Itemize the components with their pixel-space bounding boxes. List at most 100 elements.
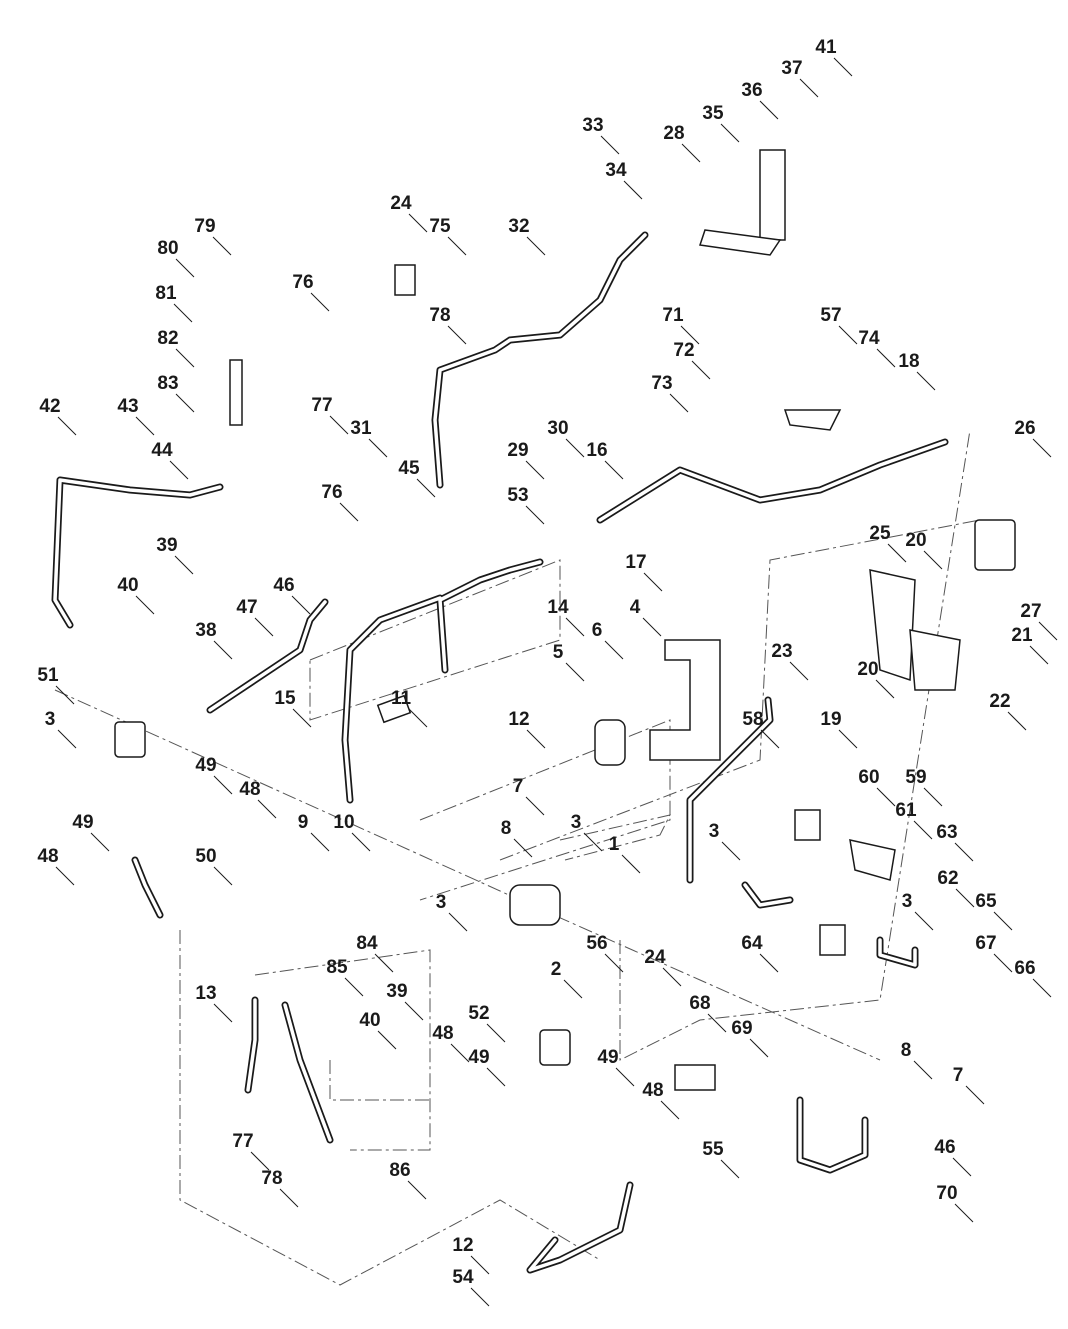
callout-label[interactable]: 68 <box>689 993 711 1014</box>
callout-label[interactable]: 13 <box>195 983 217 1004</box>
callout-label[interactable]: 3 <box>435 892 447 913</box>
callout-label[interactable]: 14 <box>547 597 569 618</box>
callout-label[interactable]: 33 <box>582 115 604 136</box>
callout-label[interactable]: 49 <box>468 1047 490 1068</box>
callout-label[interactable]: 24 <box>644 947 666 968</box>
callout-label[interactable]: 82 <box>157 328 179 349</box>
callout-label[interactable]: 67 <box>975 933 997 954</box>
callout-label[interactable]: 51 <box>37 665 59 686</box>
callout-label[interactable]: 1 <box>608 834 620 855</box>
callout-label[interactable]: 46 <box>934 1137 956 1158</box>
callout-label[interactable]: 66 <box>1014 958 1036 979</box>
callout-label[interactable]: 3 <box>44 709 56 730</box>
callout-label[interactable]: 20 <box>905 530 927 551</box>
callout-label[interactable]: 15 <box>274 688 296 709</box>
callout-label[interactable]: 76 <box>292 272 314 293</box>
callout-label[interactable]: 63 <box>936 822 958 843</box>
callout-label[interactable]: 77 <box>311 395 333 416</box>
callout-label[interactable]: 59 <box>905 767 927 788</box>
callout-label[interactable]: 44 <box>151 440 173 461</box>
callout-label[interactable]: 45 <box>398 458 420 479</box>
callout-label[interactable]: 21 <box>1011 625 1033 646</box>
callout-label[interactable]: 78 <box>261 1168 283 1189</box>
callout-label[interactable]: 50 <box>195 846 217 867</box>
callout-label[interactable]: 38 <box>195 620 217 641</box>
callout-label[interactable]: 28 <box>663 123 685 144</box>
callout-label[interactable]: 12 <box>452 1235 474 1256</box>
callout-label[interactable]: 70 <box>936 1183 958 1204</box>
callout-label[interactable]: 49 <box>195 755 217 776</box>
callout-label[interactable]: 25 <box>869 523 891 544</box>
callout-label[interactable]: 53 <box>507 485 529 506</box>
callout-label[interactable]: 57 <box>820 305 842 326</box>
callout-label[interactable]: 40 <box>117 575 139 596</box>
callout-label[interactable]: 5 <box>552 642 564 663</box>
callout-label[interactable]: 3 <box>901 891 913 912</box>
callout-label[interactable]: 40 <box>359 1010 381 1031</box>
callout-label[interactable]: 32 <box>508 216 530 237</box>
callout-label[interactable]: 80 <box>157 238 179 259</box>
callout-label[interactable]: 39 <box>156 535 178 556</box>
callout-label[interactable]: 86 <box>389 1160 411 1181</box>
callout-label[interactable]: 48 <box>239 779 261 800</box>
callout-label[interactable]: 55 <box>702 1139 724 1160</box>
callout-label[interactable]: 49 <box>72 812 94 833</box>
callout-label[interactable]: 83 <box>157 373 179 394</box>
callout-label[interactable]: 26 <box>1014 418 1036 439</box>
callout-label[interactable]: 31 <box>350 418 372 439</box>
callout-label[interactable]: 18 <box>898 351 920 372</box>
callout-label[interactable]: 79 <box>194 216 216 237</box>
callout-label[interactable]: 65 <box>975 891 997 912</box>
callout-label[interactable]: 42 <box>39 396 61 417</box>
callout-label[interactable]: 12 <box>508 709 530 730</box>
callout-label[interactable]: 85 <box>326 957 348 978</box>
callout-label[interactable]: 76 <box>321 482 343 503</box>
callout-label[interactable]: 23 <box>771 641 793 662</box>
callout-label[interactable]: 24 <box>390 193 412 214</box>
callout-label[interactable]: 47 <box>236 597 258 618</box>
callout-label[interactable]: 3 <box>708 821 720 842</box>
callout-label[interactable]: 77 <box>232 1131 254 1152</box>
callout-label[interactable]: 73 <box>651 373 673 394</box>
callout-label[interactable]: 37 <box>781 58 803 79</box>
callout-label[interactable]: 3 <box>570 812 582 833</box>
callout-label[interactable]: 71 <box>662 305 684 326</box>
callout-label[interactable]: 48 <box>642 1080 664 1101</box>
callout-label[interactable]: 7 <box>952 1065 964 1086</box>
callout-label[interactable]: 30 <box>547 418 569 439</box>
callout-label[interactable]: 9 <box>297 812 309 833</box>
callout-label[interactable]: 52 <box>468 1003 490 1024</box>
callout-label[interactable]: 41 <box>815 37 837 58</box>
callout-label[interactable]: 78 <box>429 305 451 326</box>
callout-label[interactable]: 60 <box>858 767 880 788</box>
callout-label[interactable]: 56 <box>586 933 608 954</box>
callout-label[interactable]: 27 <box>1020 601 1042 622</box>
callout-label[interactable]: 48 <box>37 846 59 867</box>
callout-label[interactable]: 48 <box>432 1023 454 1044</box>
callout-label[interactable]: 8 <box>900 1040 912 1061</box>
callout-label[interactable]: 11 <box>390 688 412 709</box>
callout-label[interactable]: 49 <box>597 1047 619 1068</box>
callout-label[interactable]: 46 <box>273 575 295 596</box>
callout-label[interactable]: 64 <box>741 933 763 954</box>
callout-label[interactable]: 61 <box>895 800 917 821</box>
callout-label[interactable]: 20 <box>857 659 879 680</box>
callout-label[interactable]: 34 <box>605 160 627 181</box>
callout-label[interactable]: 16 <box>586 440 608 461</box>
callout-label[interactable]: 10 <box>333 812 355 833</box>
callout-label[interactable]: 58 <box>742 709 764 730</box>
callout-label[interactable]: 29 <box>507 440 529 461</box>
callout-label[interactable]: 36 <box>741 80 763 101</box>
callout-label[interactable]: 81 <box>155 283 177 304</box>
callout-label[interactable]: 7 <box>512 776 524 797</box>
callout-label[interactable]: 84 <box>356 933 378 954</box>
callout-label[interactable]: 6 <box>591 620 603 641</box>
callout-label[interactable]: 8 <box>500 818 512 839</box>
callout-label[interactable]: 75 <box>429 216 451 237</box>
callout-label[interactable]: 62 <box>937 868 959 889</box>
callout-label[interactable]: 4 <box>629 597 641 618</box>
callout-label[interactable]: 54 <box>452 1267 474 1288</box>
callout-label[interactable]: 19 <box>820 709 842 730</box>
callout-label[interactable]: 17 <box>625 552 647 573</box>
callout-label[interactable]: 35 <box>702 103 724 124</box>
